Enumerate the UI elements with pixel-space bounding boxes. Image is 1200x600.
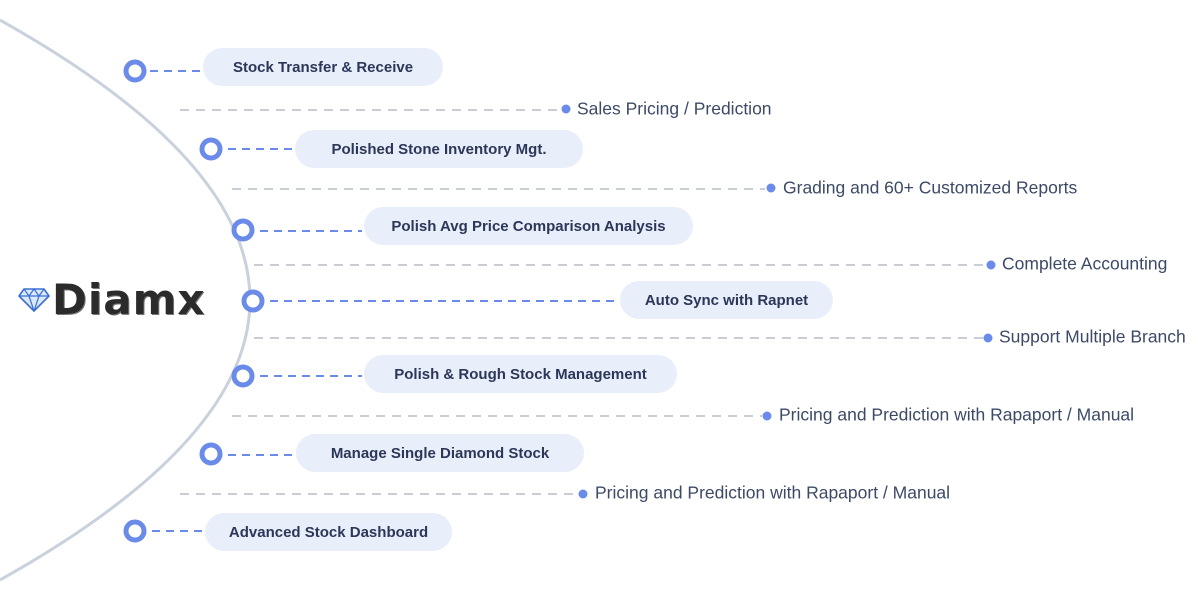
- extra-bullet: [762, 411, 772, 421]
- feature-pill: Stock Transfer & Receive: [203, 48, 443, 86]
- feature-pill: Manage Single Diamond Stock: [296, 434, 584, 472]
- arc-node: [123, 519, 147, 543]
- arc-node: [199, 137, 223, 161]
- extra-label: Pricing and Prediction with Rapaport / M…: [779, 404, 1135, 425]
- brand-logo: Diamx: [18, 275, 205, 324]
- arc-node: [241, 289, 265, 313]
- feature-pill: Polish Avg Price Comparison Analysis: [364, 207, 693, 245]
- extra-label: Pricing and Prediction with Rapaport / M…: [595, 482, 951, 503]
- diamond-icon: [18, 287, 50, 312]
- extra-label: Sales Pricing / Prediction: [577, 98, 772, 119]
- extra-bullet: [983, 333, 993, 343]
- feature-label: Stock Transfer & Receive: [232, 58, 414, 76]
- feature-pill: Auto Sync with Rapnet: [620, 281, 833, 319]
- feature-label: Auto Sync with Rapnet: [644, 291, 809, 309]
- feature-label: Polish & Rough Stock Management: [394, 365, 647, 383]
- extra-bullet: [578, 489, 588, 499]
- extra-label: Grading and 60+ Customized Reports: [783, 177, 1078, 198]
- feature-label: Polished Stone Inventory Mgt.: [331, 140, 547, 158]
- feature-label: Polish Avg Price Comparison Analysis: [391, 217, 666, 235]
- extra-bullet: [561, 104, 571, 114]
- feature-pill: Polished Stone Inventory Mgt.: [295, 130, 583, 168]
- extra-bullet: [986, 260, 996, 270]
- brand-name: Diamx: [52, 275, 206, 324]
- feature-pill: Polish & Rough Stock Management: [364, 355, 677, 393]
- feature-label: Manage Single Diamond Stock: [330, 444, 550, 462]
- arc-node: [231, 218, 255, 242]
- extra-label: Complete Accounting: [1002, 253, 1168, 274]
- feature-pill: Advanced Stock Dashboard: [205, 513, 452, 551]
- extra-bullet: [766, 183, 776, 193]
- extra-label: Support Multiple Branch: [999, 326, 1186, 347]
- arc-node: [123, 59, 147, 83]
- arc-node: [231, 364, 255, 388]
- arc-node: [199, 442, 223, 466]
- feature-label: Advanced Stock Dashboard: [228, 523, 429, 541]
